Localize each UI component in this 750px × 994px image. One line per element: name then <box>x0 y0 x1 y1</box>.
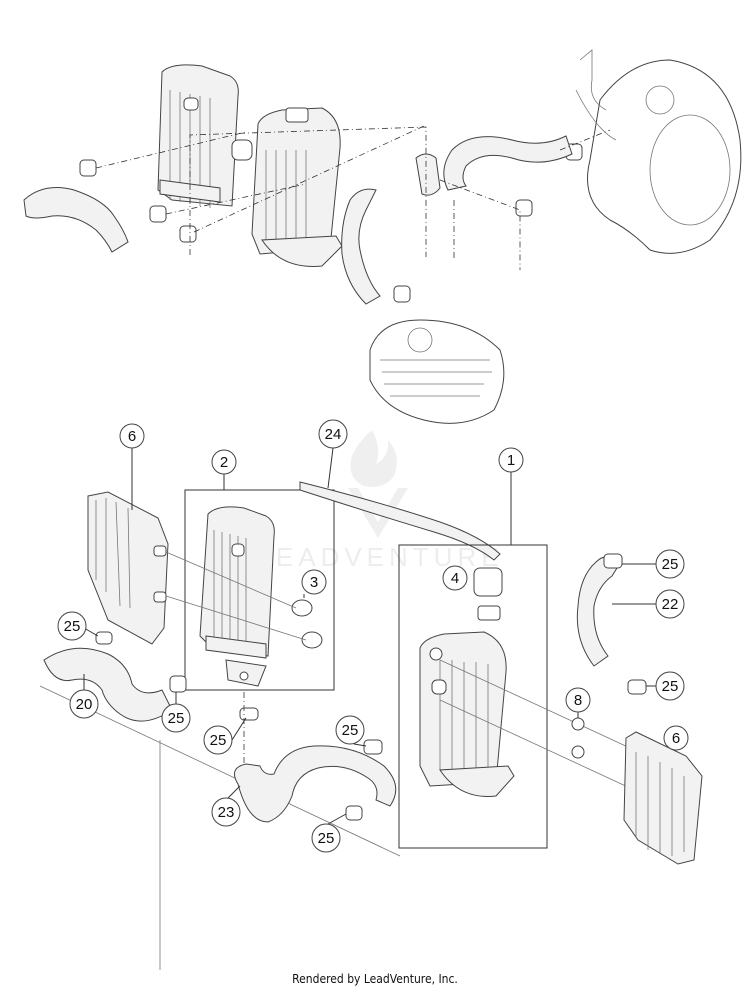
callout-2: 2 <box>211 449 237 490</box>
callout-25-a: 25 <box>622 549 685 579</box>
radiator-right-lower <box>419 567 515 797</box>
clamp-20a <box>95 631 113 645</box>
clamp-23c <box>345 805 363 821</box>
clamp-23b <box>363 739 383 755</box>
callouts: 6 2 24 1 3 4 25 <box>57 419 689 853</box>
svg-text:25: 25 <box>342 722 359 739</box>
clamp-22a <box>603 553 623 569</box>
dash-line-upper-5 <box>439 179 521 270</box>
cylinder-head <box>369 319 505 424</box>
nut-8a <box>571 717 585 731</box>
callout-25-c: 25 <box>57 611 99 641</box>
hose-left-upper <box>23 187 129 253</box>
radiator-left-upper <box>157 64 239 208</box>
svg-text:8: 8 <box>574 692 582 709</box>
callout-6-right: 6 <box>663 725 689 751</box>
perspective-line <box>39 685 401 857</box>
svg-text:25: 25 <box>318 830 335 847</box>
radiator-left-lower <box>199 506 275 687</box>
callout-25-f: 25 <box>335 715 367 747</box>
callout-6-left: 6 <box>119 423 145 510</box>
svg-text:22: 22 <box>662 596 679 613</box>
callout-23: 23 <box>211 785 241 827</box>
dash-line-upper-7 <box>559 129 611 151</box>
hose-20 <box>43 647 173 722</box>
clamp-22b <box>627 679 647 695</box>
watermark-logo: LEADVENTURE <box>256 430 503 572</box>
clamp-upper-6 <box>393 285 411 303</box>
dash-line-upper-3 <box>193 125 425 233</box>
clamp-upper-2 <box>149 205 167 223</box>
callout-3: 3 <box>301 569 327 598</box>
svg-text:23: 23 <box>218 804 235 821</box>
vent-hose-24 <box>299 481 501 561</box>
hose-center-upper <box>341 188 381 305</box>
svg-text:20: 20 <box>76 696 93 713</box>
svg-text:2: 2 <box>220 454 228 471</box>
svg-text:3: 3 <box>310 574 318 591</box>
callout-24: 24 <box>318 419 348 489</box>
clamp-upper-3 <box>179 225 197 243</box>
svg-text:1: 1 <box>507 452 515 469</box>
callout-8: 8 <box>565 687 591 718</box>
callout-25-g: 25 <box>311 813 347 853</box>
engine-case-cover <box>575 49 742 254</box>
callout-25-d: 25 <box>161 692 191 733</box>
callout-25-e: 25 <box>203 717 247 755</box>
hose-22 <box>576 556 623 667</box>
callout-4: 4 <box>442 565 468 591</box>
group-box-2 <box>184 489 335 691</box>
callout-20: 20 <box>69 674 99 719</box>
svg-text:25: 25 <box>662 678 679 695</box>
clamp-upper-1 <box>79 159 97 177</box>
svg-text:6: 6 <box>672 730 680 747</box>
callout-25-b: 25 <box>646 671 685 701</box>
callout-22: 22 <box>612 589 685 619</box>
grommet-lower <box>301 631 323 649</box>
svg-text:25: 25 <box>662 556 679 573</box>
watermark-text: LEADVENTURE <box>256 542 503 572</box>
svg-text:25: 25 <box>210 732 227 749</box>
clamp-upper-4 <box>515 199 533 217</box>
svg-text:6: 6 <box>128 428 136 445</box>
clamp-23a <box>239 707 259 721</box>
hose-right-upper <box>415 135 573 196</box>
svg-text:25: 25 <box>168 710 185 727</box>
svg-text:24: 24 <box>325 426 342 443</box>
dash-line-upper-4 <box>189 126 427 257</box>
footer-credit: Rendered by LeadVenture, Inc. <box>292 972 458 986</box>
upper-assembly <box>23 49 742 424</box>
nut-8b <box>571 745 585 759</box>
clamp-20b <box>169 675 187 693</box>
callout-1: 1 <box>498 447 524 545</box>
shroud-right <box>623 731 703 865</box>
radiator-cap-4 <box>473 567 503 597</box>
shroud-left <box>87 491 169 645</box>
svg-text:25: 25 <box>64 618 81 635</box>
svg-text:4: 4 <box>451 570 459 587</box>
hose-23 <box>233 745 397 823</box>
radiator-right-upper <box>231 107 343 267</box>
dash-line-upper-2 <box>165 183 307 215</box>
lower-assembly <box>39 481 703 970</box>
group-box-1 <box>398 544 548 849</box>
grommet-upper <box>291 599 313 617</box>
